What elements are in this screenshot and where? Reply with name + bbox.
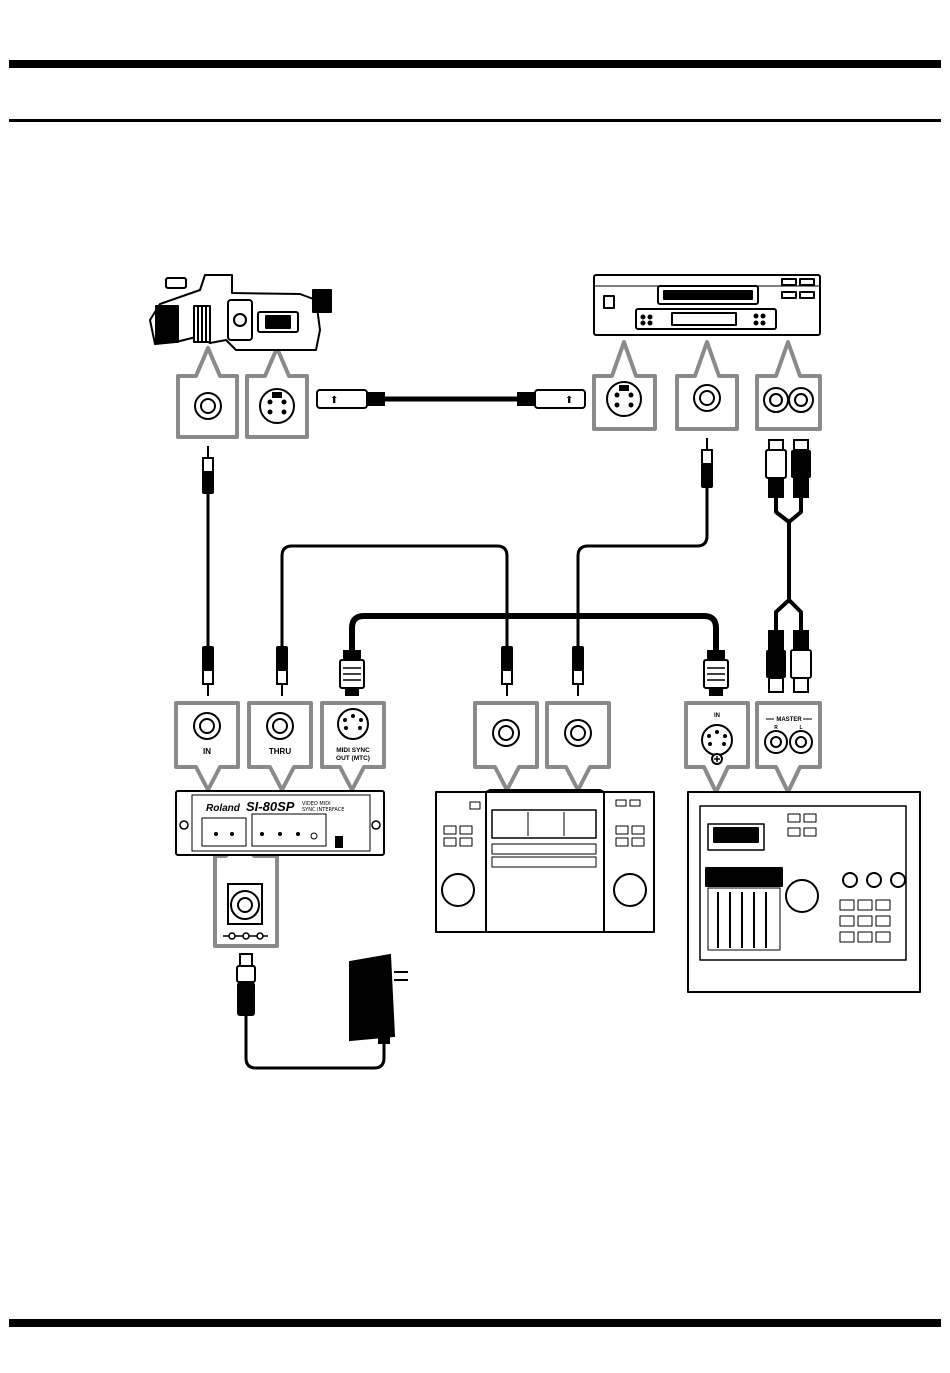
jack-camera-timecode: [195, 393, 221, 419]
label-midi-sync-2: OUT (MTC): [336, 755, 370, 762]
vcr-audio-cable: [578, 488, 707, 646]
miniplug-seq-left: [501, 646, 513, 696]
jack-vcr-svideo: [607, 382, 641, 416]
miniplug-in: [202, 646, 214, 696]
jack-seq-right: [565, 720, 591, 746]
thru-cable: [282, 546, 507, 646]
multitrack-recorder-icon: [688, 792, 920, 992]
jack-vcr-audio: [694, 385, 720, 411]
dc-plug: [237, 954, 255, 1016]
jack-in: [194, 713, 220, 739]
label-master-l: L: [799, 725, 802, 731]
camcorder-icon: [150, 275, 331, 350]
miniplug-camera: [202, 446, 214, 494]
midi-cable: [352, 616, 716, 650]
interface-model: SI-80SP: [246, 799, 295, 814]
ac-adapter-icon: [350, 955, 408, 1044]
jack-seq-left: [493, 720, 519, 746]
svg-text:⬆: ⬆: [330, 395, 338, 406]
jack-thru: [267, 713, 293, 739]
top-rule-thin: [9, 119, 941, 122]
svideo-plug-left: ⬆: [317, 390, 385, 408]
interface-brand: Roland: [206, 803, 241, 814]
rca-plugs-top: [766, 440, 811, 498]
midi-plug-interface: [340, 650, 364, 696]
svg-text:⬆: ⬆: [565, 395, 573, 406]
jack-midi-out: [338, 709, 368, 739]
svideo-plug-right: ⬆: [517, 390, 585, 408]
rca-cable-r: [789, 498, 801, 522]
vcr-icon: [594, 275, 820, 335]
interface-subtitle-2: SYNC INTERFACE: [302, 807, 344, 813]
bottom-rule-thick: [9, 1319, 941, 1327]
miniplug-vcr: [701, 438, 713, 488]
miniplug-thru: [276, 646, 288, 696]
label-master-r: R: [774, 725, 778, 731]
rca-plugs-bottom: [766, 630, 811, 692]
midi-plug-recorder: [704, 650, 728, 696]
label-thru: THRU: [269, 747, 291, 756]
top-rule-thick: [9, 60, 941, 68]
miniplug-seq-right: [572, 646, 584, 696]
label-midi-sync-1: MIDI SYNC: [336, 747, 370, 754]
rca-cable: [776, 498, 789, 630]
label-in: IN: [203, 747, 211, 756]
rca-cable-l: [789, 600, 801, 630]
sequencer-icon: [436, 790, 654, 932]
callout-vcr-rca: [757, 342, 820, 429]
jack-camera-svideo: [260, 389, 294, 423]
label-master: MASTER: [776, 717, 802, 723]
label-recorder-in: IN: [714, 713, 720, 719]
